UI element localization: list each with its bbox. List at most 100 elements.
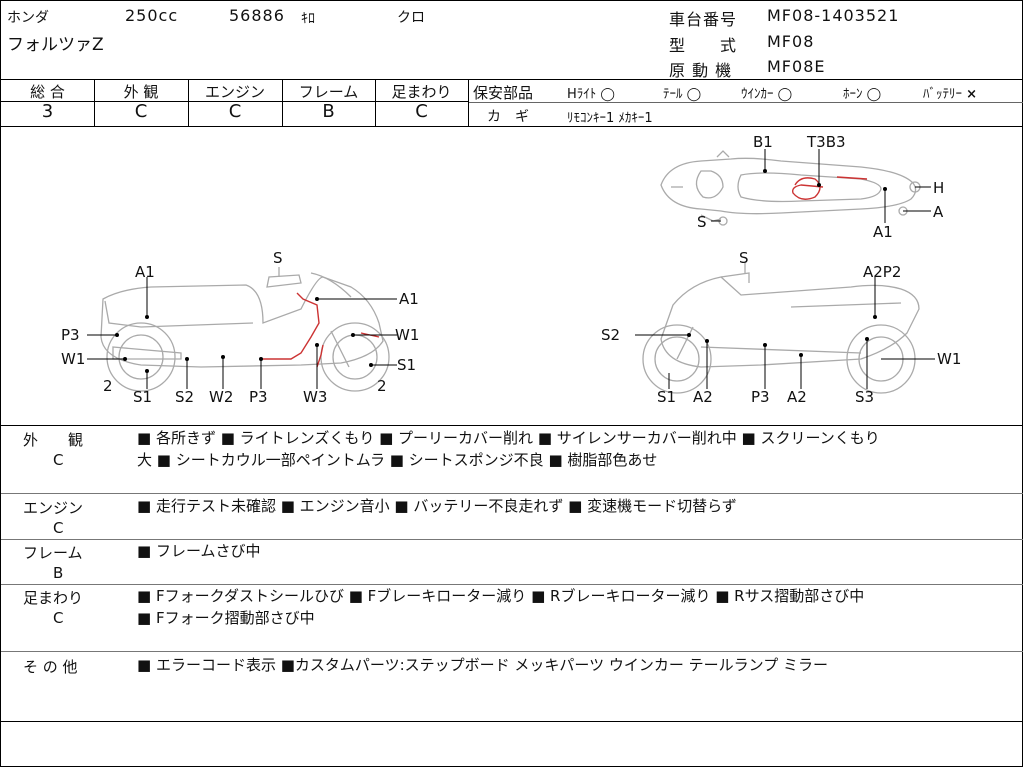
safety-mark: ◯	[777, 87, 793, 102]
damage-diagram: B1 T3B3 H A S A1 A1 S A1 P3 W1 W1 S1 2 S…	[61, 133, 961, 406]
diagram-label: S	[273, 249, 283, 267]
section-line: 大 ■ シートカウル一部ペイントムラ ■ シートスポンジ不良 ■ 樹脂部色あせ	[137, 451, 658, 469]
section-body-suspension: ■ Fフォークダストシールひび ■ Fブレーキローター減り ■ Rブレーキロータ…	[137, 585, 864, 629]
section-line: ■ 各所きず ■ ライトレンズくもり ■ プーリーカバー削れ ■ サイレンサーカ…	[137, 429, 880, 447]
grade-label-engine: エンジン	[204, 83, 265, 101]
divider	[1, 651, 1023, 652]
diagram-label: 2	[103, 377, 113, 395]
safety-mark: ×	[966, 87, 978, 102]
divider	[1, 493, 1023, 494]
divider	[1, 721, 1023, 722]
section-line: ■ エラーコード表示 ■カスタムパーツ:ステップボード メッキパーツ ウインカー…	[137, 656, 828, 674]
diagram-label: S	[739, 249, 749, 267]
section-body-engine: ■ 走行テスト未確認 ■ エンジン音小 ■ バッテリー不良走れず ■ 変速機モー…	[137, 495, 737, 517]
divider	[282, 79, 283, 126]
diagram-label: W1	[937, 350, 961, 368]
safety-item-name: ﾃｰﾙ	[663, 87, 683, 102]
diagram-label: S	[697, 213, 707, 231]
section-grade-frame: B	[53, 564, 64, 582]
diagram-label: W3	[303, 388, 327, 406]
section-body-exterior: ■ 各所きず ■ ライトレンズくもり ■ プーリーカバー削れ ■ サイレンサーカ…	[137, 427, 880, 471]
diagram-label: 2	[377, 377, 387, 395]
diagram-label: S2	[601, 326, 620, 344]
diagram-label: A	[933, 203, 944, 221]
displacement: 250cc	[125, 6, 179, 25]
safety-label: 保安部品	[473, 84, 534, 102]
diagram-label: S2	[175, 388, 194, 406]
engine-label: 原 動 機	[669, 61, 733, 80]
grade-label-suspension: 足まわり	[391, 83, 452, 101]
safety-item-headlight: Hﾗｲﾄ ◯	[567, 83, 615, 102]
section-title-suspension: 足まわり	[23, 589, 84, 607]
safety-item-name: ﾎｰﾝ	[843, 87, 863, 102]
diagram-label: A2	[787, 388, 807, 406]
type-label: 型 式	[669, 36, 738, 55]
mileage: 56886	[229, 6, 285, 25]
section-line: ■ フレームさび中	[137, 542, 261, 560]
grade-label-overall: 総 合	[30, 83, 65, 101]
diagram-label: W1	[395, 326, 419, 344]
frame-no-label: 車台番号	[669, 10, 738, 29]
safety-item-name: ｳｲﾝｶｰ	[741, 87, 774, 102]
safety-item-tail: ﾃｰﾙ ◯	[663, 83, 701, 102]
section-grade-exterior: C	[53, 451, 64, 469]
diagram-label: W1	[61, 350, 85, 368]
grade-value-engine: C	[228, 101, 242, 122]
diagram-label: S1	[397, 356, 416, 374]
divider	[468, 79, 469, 126]
safety-item-horn: ﾎｰﾝ ◯	[843, 83, 881, 102]
grade-value-overall: 3	[41, 101, 54, 122]
diagram-label: A1	[399, 290, 419, 308]
section-title-other: そ の 他	[23, 658, 78, 676]
safety-item-name: Hﾗｲﾄ	[567, 87, 597, 102]
diagram-label: W2	[209, 388, 233, 406]
safety-mark: ◯	[600, 87, 615, 102]
diagram-label: B1	[753, 133, 773, 151]
divider	[94, 79, 95, 126]
grade-label-exterior: 外 観	[123, 83, 159, 101]
grade-value-frame: B	[322, 101, 335, 122]
section-grade-engine: C	[53, 519, 64, 537]
type: MF08	[767, 32, 815, 51]
maker: ホンダ	[7, 10, 49, 26]
diagram-label: P3	[61, 326, 80, 344]
diagram-label: A2P2	[863, 263, 901, 281]
divider	[188, 79, 189, 126]
section-title-frame: フレーム	[23, 544, 83, 562]
safety-item-winker: ｳｲﾝｶｰ ◯	[741, 83, 792, 102]
divider	[1, 79, 1023, 80]
frame-no: MF08-1403521	[767, 6, 900, 25]
diagram-label: S1	[657, 388, 676, 406]
divider	[1, 126, 1023, 127]
section-line: ■ Fフォーク摺動部さび中	[137, 609, 315, 627]
diagram-label: S3	[855, 388, 874, 406]
section-line: ■ 走行テスト未確認 ■ エンジン音小 ■ バッテリー不良走れず ■ 変速機モー…	[137, 497, 737, 515]
key-label: カ ギ	[487, 109, 529, 125]
safety-item-name: ﾊﾞｯﾃﾘｰ	[923, 87, 962, 102]
key-value: ﾘﾓｺﾝｷｰ1 ﾒｶｷｰ1	[567, 111, 653, 126]
model-name: フォルツァZ	[7, 35, 104, 55]
divider	[1, 584, 1023, 585]
divider	[375, 79, 376, 126]
diagram-label: P3	[751, 388, 770, 406]
section-title-exterior: 外 観	[23, 431, 84, 449]
divider	[1, 539, 1023, 540]
grade-label-frame: フレーム	[298, 83, 359, 101]
divider	[1, 425, 1023, 426]
section-body-frame: ■ フレームさび中	[137, 540, 261, 562]
safety-mark: ◯	[686, 87, 702, 102]
grade-value-suspension: C	[415, 101, 428, 122]
diagram-label: H	[933, 179, 944, 197]
section-grade-suspension: C	[53, 609, 64, 627]
diagram-label: P3	[249, 388, 268, 406]
safety-item-battery: ﾊﾞｯﾃﾘｰ ×	[923, 83, 977, 102]
mileage-unit: ｷﾛ	[301, 11, 315, 27]
color: クロ	[397, 10, 425, 26]
diagram-label: A1	[135, 263, 155, 281]
section-line: ■ Fフォークダストシールひび ■ Fブレーキローター減り ■ Rブレーキロータ…	[137, 587, 865, 605]
diagram-label: S1	[133, 388, 152, 406]
section-title-engine: エンジン	[23, 499, 84, 517]
diagram-label: T3B3	[806, 133, 846, 151]
safety-mark: ◯	[866, 87, 882, 102]
diagram-label: A2	[693, 388, 713, 406]
